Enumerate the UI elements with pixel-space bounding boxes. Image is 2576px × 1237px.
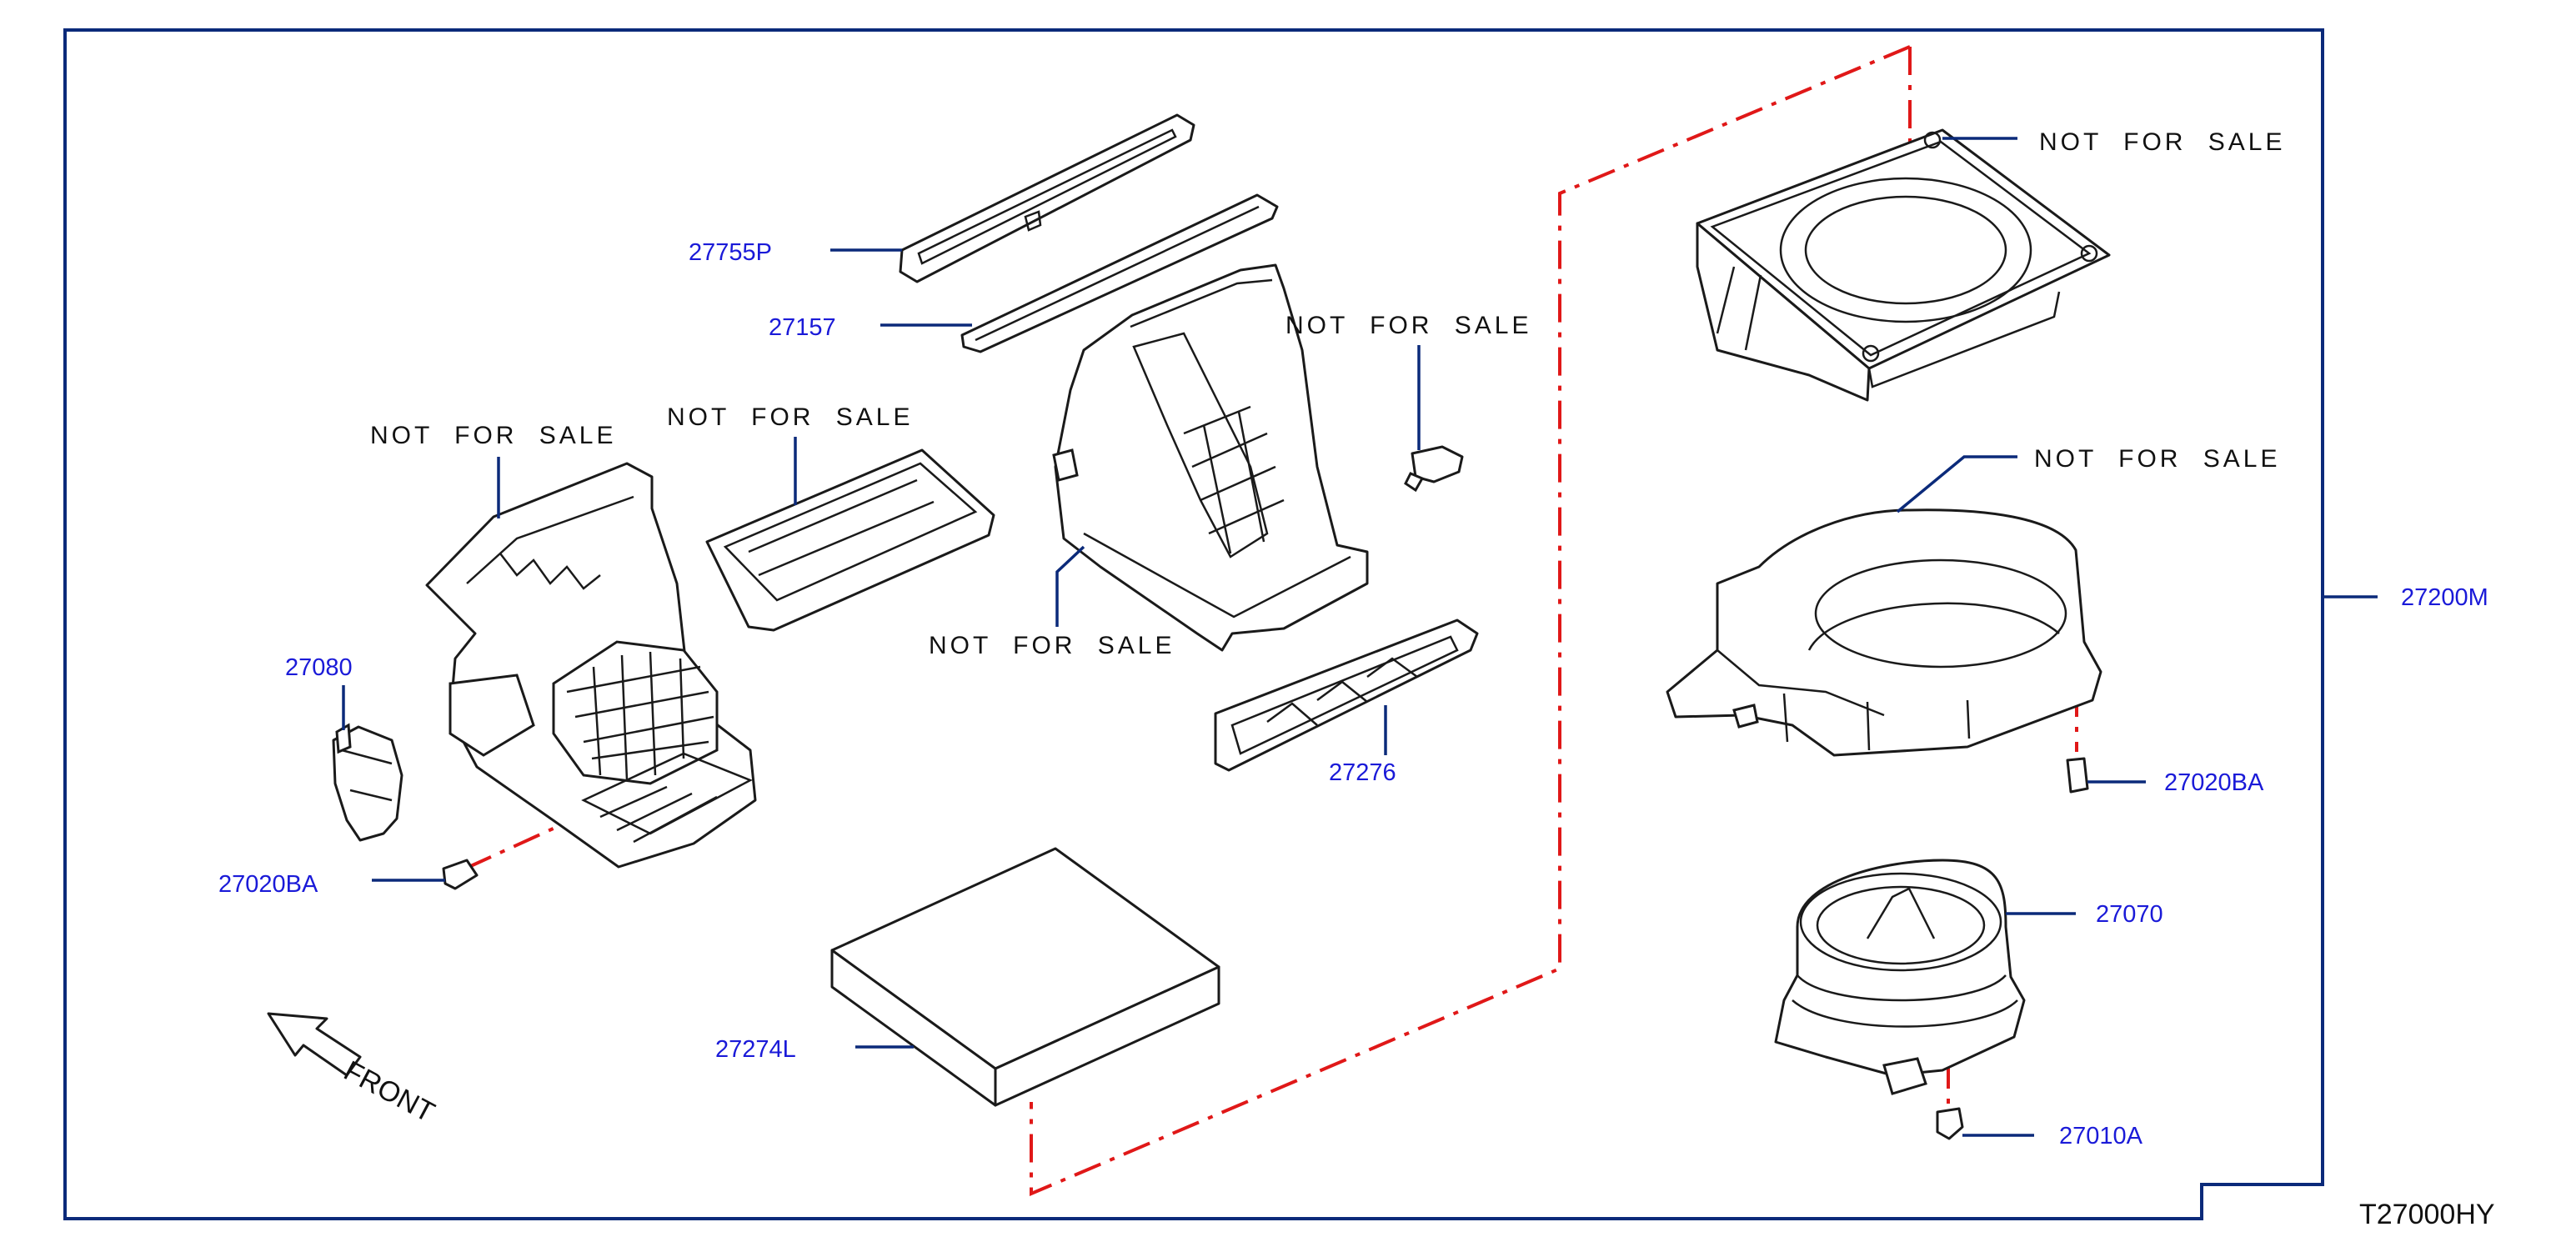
blower-case-upper — [1696, 128, 2111, 402]
part-label-27200m: 27200M — [2401, 584, 2488, 611]
part-label-27274l: 27274L — [715, 1036, 796, 1063]
part-label-27070: 27070 — [2096, 901, 2163, 928]
part-label-27755p: 27755P — [689, 239, 772, 266]
nfs-label-center-housing: NOT FOR SALE — [929, 632, 1175, 659]
gasket-27755p — [899, 113, 1195, 283]
cabin-filter-27274l — [830, 847, 1220, 1107]
part-label-27020ba-left: 27020BA — [218, 871, 318, 898]
seal-27157 — [960, 193, 1279, 353]
nfs-label-duct: NOT FOR SALE — [667, 403, 914, 431]
screw-27010a — [1936, 1107, 1964, 1140]
dash-boundary-line — [1030, 45, 1911, 1197]
filter-cover-27276 — [1214, 618, 1479, 772]
dash-line-connector-left — [464, 825, 558, 870]
center-housing — [1052, 263, 1369, 652]
blower-case-lower — [1666, 508, 2102, 757]
front-label: FRONT — [338, 1055, 439, 1129]
duct-center — [705, 448, 995, 632]
part-label-27080: 27080 — [285, 654, 353, 681]
diagram-code: T27000HY — [2359, 1199, 2495, 1230]
nfs-label-upper-case: NOT FOR SALE — [2039, 128, 2286, 156]
blower-motor-27070 — [1774, 859, 2026, 1095]
nfs-label-lower-case: NOT FOR SALE — [2034, 445, 2281, 473]
assembly-frame — [63, 28, 2324, 1220]
part-label-27010a: 27010A — [2059, 1123, 2143, 1149]
part-label-27020ba-right: 27020BA — [2164, 769, 2264, 796]
leader-nfs-lower-case — [1896, 455, 2017, 513]
nfs-label-left-housing: NOT FOR SALE — [370, 422, 617, 449]
part-label-27276: 27276 — [1329, 759, 1396, 786]
connector-27020ba-right — [2066, 757, 2089, 794]
front-arrow-icon — [267, 1012, 362, 1077]
part-label-27157: 27157 — [769, 314, 836, 341]
nfs-label-connector: NOT FOR SALE — [1285, 312, 1532, 339]
actuator-27080 — [332, 723, 403, 842]
leader-nfs-center-housing — [1055, 545, 1085, 627]
intake-housing-left — [425, 462, 757, 869]
connector-center — [1404, 445, 1464, 493]
